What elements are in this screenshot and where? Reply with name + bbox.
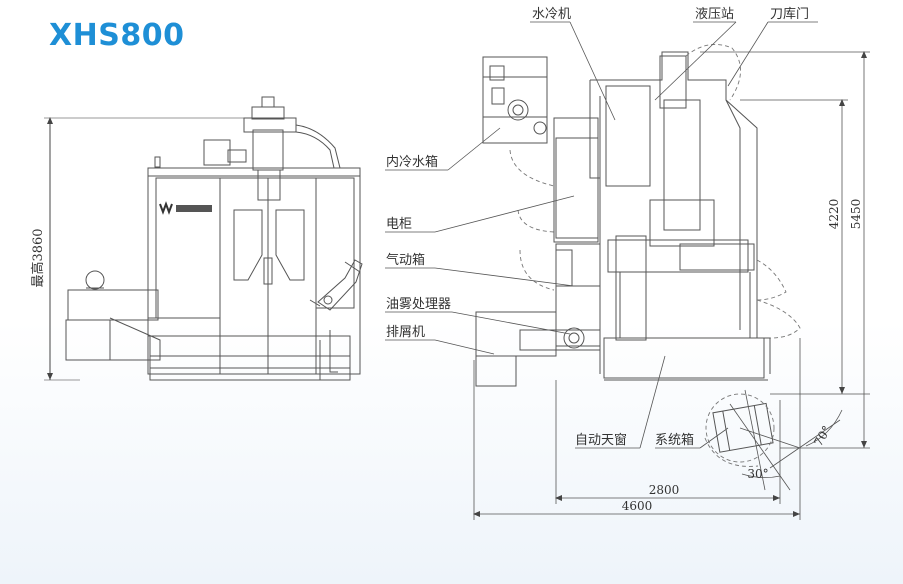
label-internal-coolant-tank: 内冷水箱: [386, 154, 438, 170]
door-swing-arcs: [509, 43, 801, 467]
angle-text-30: 30°: [747, 467, 768, 481]
label-electrical-cabinet: 电柜: [386, 217, 412, 232]
side-view: [475, 51, 774, 453]
label-automatic-skylight: 自动天窗: [575, 432, 627, 448]
label-oil-mist-separator: 油雾处理器: [386, 297, 451, 312]
front-view: [44, 96, 363, 381]
label-tool-magazine-door: 刀库门: [770, 6, 809, 22]
label-system-box: 系统箱: [655, 432, 694, 448]
label-chip-conveyor: 排屑机: [386, 325, 425, 340]
front-height-label: 最高3860: [30, 228, 46, 287]
dimension-text-4220: 4220: [827, 199, 841, 230]
label-hydraulic-station: 液压站: [695, 7, 734, 22]
label-pneumatic-box: 气动箱: [386, 252, 425, 268]
dimension-text-4600: 4600: [622, 499, 653, 513]
angle-text-70: 70°: [811, 423, 834, 448]
model-title: XHS800: [49, 18, 185, 53]
label-water-chiller: 水冷机: [532, 7, 571, 22]
callout-leaders: [385, 21, 818, 449]
dimension-text-2800: 2800: [649, 483, 680, 497]
dimension-text-5450: 5450: [849, 199, 863, 230]
side-dimensions: [473, 51, 870, 520]
